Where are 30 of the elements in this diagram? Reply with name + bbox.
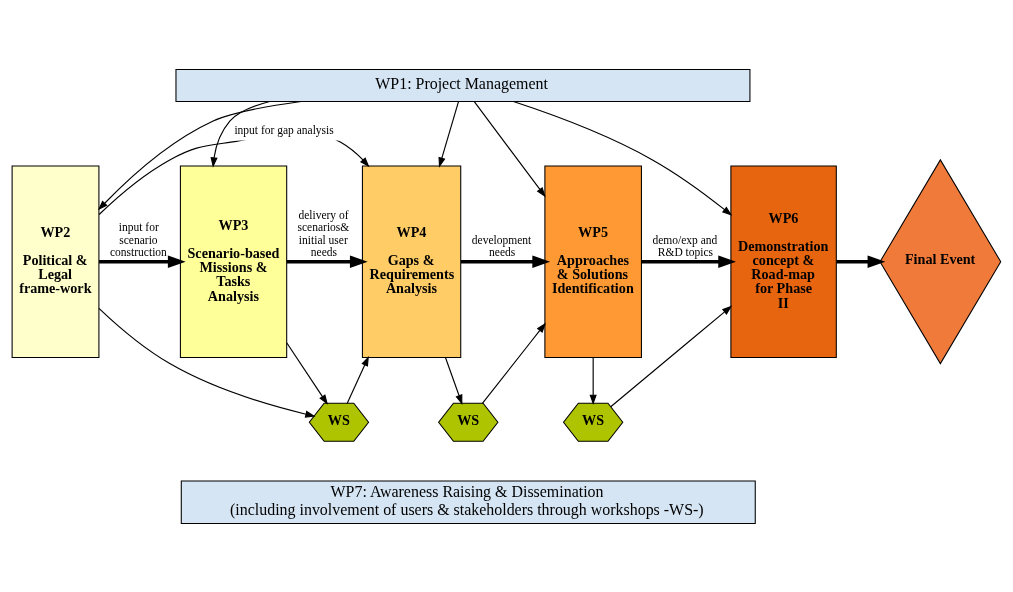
arrow xyxy=(98,307,316,418)
edge-label: delivery of scenarios& initial user needs xyxy=(297,208,350,258)
arrow xyxy=(473,100,546,197)
arrow xyxy=(438,100,460,168)
edge-label: input for scenario construction xyxy=(109,220,167,258)
arrow xyxy=(641,255,736,268)
node-box: WP1: Project Management xyxy=(175,68,751,102)
node-box: WP3 Scenario-based Missions & Tasks Analysis xyxy=(179,165,288,358)
arrow xyxy=(512,100,733,216)
arrow xyxy=(610,305,733,407)
edge-label: input for gap analysis xyxy=(234,123,334,136)
node-diamond: Final Event xyxy=(879,158,1002,365)
arrow xyxy=(286,255,368,268)
arrow xyxy=(589,356,597,405)
edge-label: development needs xyxy=(471,233,532,258)
edge-label: demo/exp and R&D topics xyxy=(652,233,718,258)
node-box: WP6 Demonstration concept & Road-map for Phase II xyxy=(730,165,837,358)
arrow xyxy=(460,255,551,268)
node-box: WP7: Awareness Raising & Dissemination (including involvement of users & stakeholders through workshops -WS-) xyxy=(180,479,756,524)
node-box: WP2 Political & Legal frame-work xyxy=(11,165,100,358)
arrow xyxy=(444,356,463,405)
arrow xyxy=(346,355,369,404)
node-box: WP5 Approaches & Solutions Identification xyxy=(544,165,642,358)
arrow xyxy=(210,100,271,168)
arrow xyxy=(286,341,328,405)
arrow xyxy=(481,322,546,404)
node-box: WP4 Gaps & Requirements Analysis xyxy=(361,165,462,358)
arrow xyxy=(97,100,302,210)
arrow xyxy=(99,255,186,268)
arrow xyxy=(836,255,886,268)
